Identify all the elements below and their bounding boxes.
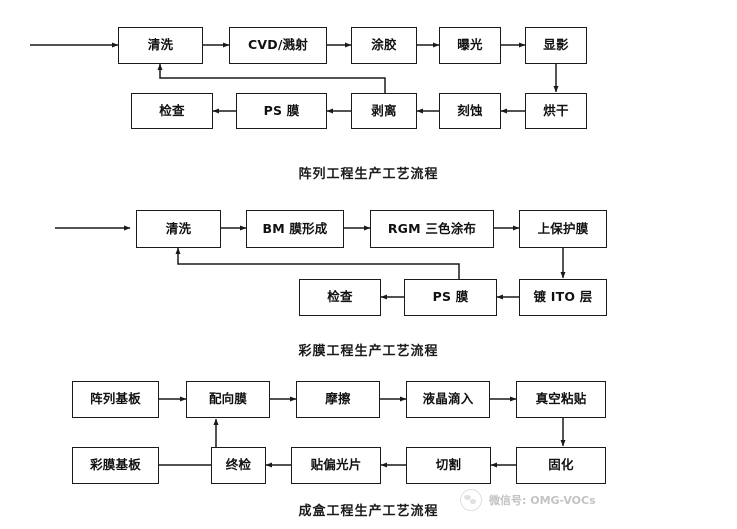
flow3-node-curing[interactable]: 固化 — [516, 447, 606, 484]
node-label: PS 膜 — [432, 289, 469, 305]
node-label: 配向膜 — [208, 391, 248, 407]
flow1-node-baoguang[interactable]: 曝光 — [439, 27, 501, 64]
flow1-node-keshi[interactable]: 刻蚀 — [439, 93, 501, 129]
flow3-node-final-check[interactable]: 终检 — [211, 447, 266, 484]
node-label: 彩膜基板 — [90, 457, 141, 473]
flow2-node-jiancha[interactable]: 检查 — [299, 279, 381, 316]
node-label: PS 膜 — [263, 102, 300, 118]
flow3-node-polarizer[interactable]: 贴偏光片 — [291, 447, 381, 484]
node-label: 显影 — [543, 37, 569, 53]
flow3-node-cutting[interactable]: 切割 — [406, 447, 491, 484]
node-label: 上保护膜 — [537, 220, 589, 236]
node-label: 固化 — [548, 457, 574, 473]
caption-text: 阵列工程生产工艺流程 — [298, 167, 439, 182]
node-label: 涂胶 — [371, 37, 397, 53]
node-label: 清洗 — [165, 220, 192, 236]
node-label: 终检 — [225, 457, 252, 473]
flow1-node-psmo[interactable]: PS 膜 — [236, 93, 327, 129]
caption-text: 彩膜工程生产工艺流程 — [298, 344, 439, 359]
flow3-node-rubbing[interactable]: 摩擦 — [296, 381, 380, 418]
node-label: 液晶滴入 — [422, 391, 474, 407]
node-label: 刻蚀 — [457, 102, 483, 118]
node-label: 贴偏光片 — [310, 457, 362, 473]
flow2-node-qingxi[interactable]: 清洗 — [136, 210, 221, 248]
flow2-node-bm-film[interactable]: BM 膜形成 — [246, 210, 344, 248]
flow1-node-xianying[interactable]: 显影 — [525, 27, 587, 64]
node-label: 切割 — [435, 457, 462, 473]
flow3-caption: 成盒工程生产工艺流程 — [0, 500, 737, 519]
flow2-caption: 彩膜工程生产工艺流程 — [0, 340, 737, 359]
flow2-node-rgm[interactable]: RGM 三色涂布 — [370, 210, 494, 248]
flow1-node-honggan[interactable]: 烘干 — [525, 93, 587, 129]
node-label: 镀 ITO 层 — [533, 289, 593, 305]
flow1-node-boli[interactable]: 剥离 — [351, 93, 417, 129]
node-label: 清洗 — [147, 37, 174, 53]
flow3-node-vacuum-bonding[interactable]: 真空粘贴 — [516, 381, 606, 418]
flow1-node-jiancha[interactable]: 检查 — [131, 93, 213, 129]
node-label: RGM 三色涂布 — [387, 220, 477, 236]
node-label: CVD/溅射 — [248, 37, 308, 53]
flow1-node-tujiao[interactable]: 涂胶 — [351, 27, 417, 64]
flow3-node-array-substrate[interactable]: 阵列基板 — [72, 381, 159, 418]
flow1-node-qingxi[interactable]: 清洗 — [118, 27, 203, 64]
node-label: 检查 — [159, 102, 185, 118]
flow3-node-cf-substrate[interactable]: 彩膜基板 — [72, 447, 159, 484]
node-label: 真空粘贴 — [535, 391, 587, 407]
flow1-caption: 阵列工程生产工艺流程 — [0, 163, 737, 182]
node-label: BM 膜形成 — [262, 220, 328, 236]
node-label: 阵列基板 — [90, 391, 141, 407]
caption-text: 成盒工程生产工艺流程 — [298, 504, 439, 519]
node-label: 检查 — [327, 289, 353, 305]
wechat-circle-logo-icon — [460, 489, 482, 511]
watermark: 微信号: OMG-VOCs — [460, 489, 596, 511]
node-label: 剥离 — [371, 102, 397, 118]
flow1-node-cvd[interactable]: CVD/溅射 — [229, 27, 327, 64]
watermark-text: 微信号: OMG-VOCs — [489, 494, 596, 507]
node-label: 摩擦 — [325, 391, 351, 407]
flow3-node-lc-dropping[interactable]: 液晶滴入 — [406, 381, 490, 418]
flow2-node-protect-film[interactable]: 上保护膜 — [519, 210, 607, 248]
node-label: 曝光 — [457, 37, 483, 53]
flow2-node-ito[interactable]: 镀 ITO 层 — [519, 279, 607, 316]
flow3-node-alignment-film[interactable]: 配向膜 — [186, 381, 270, 418]
flow2-node-psmo[interactable]: PS 膜 — [404, 279, 497, 316]
node-label: 烘干 — [543, 102, 569, 118]
